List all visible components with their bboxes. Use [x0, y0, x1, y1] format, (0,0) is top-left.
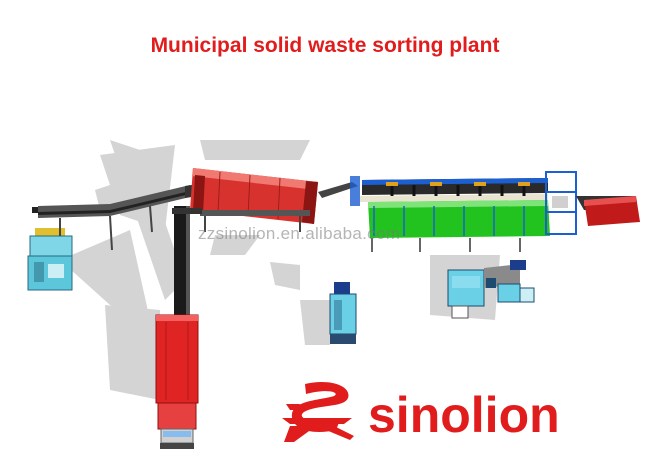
watermark-text: zzsinolion.en.alibaba.com — [198, 224, 401, 243]
sinolion-logo-icon — [282, 381, 354, 442]
belt-conveyor-icon — [38, 185, 190, 251]
baler-icon — [329, 282, 357, 344]
shredder-icon — [447, 260, 535, 319]
brand-name: sinolion — [368, 387, 560, 443]
shadow-layer — [60, 140, 500, 400]
truck-icon — [155, 314, 199, 449]
page-title: Municipal solid waste sorting plant — [150, 34, 500, 57]
sorting-line-icon — [360, 171, 577, 252]
hopper-feeder-icon — [27, 207, 73, 291]
transfer-conveyor-icon — [318, 176, 360, 206]
rotary-drum-icon — [190, 168, 318, 232]
vertical-conveyor-icon — [172, 206, 202, 316]
container-icon — [576, 196, 640, 226]
